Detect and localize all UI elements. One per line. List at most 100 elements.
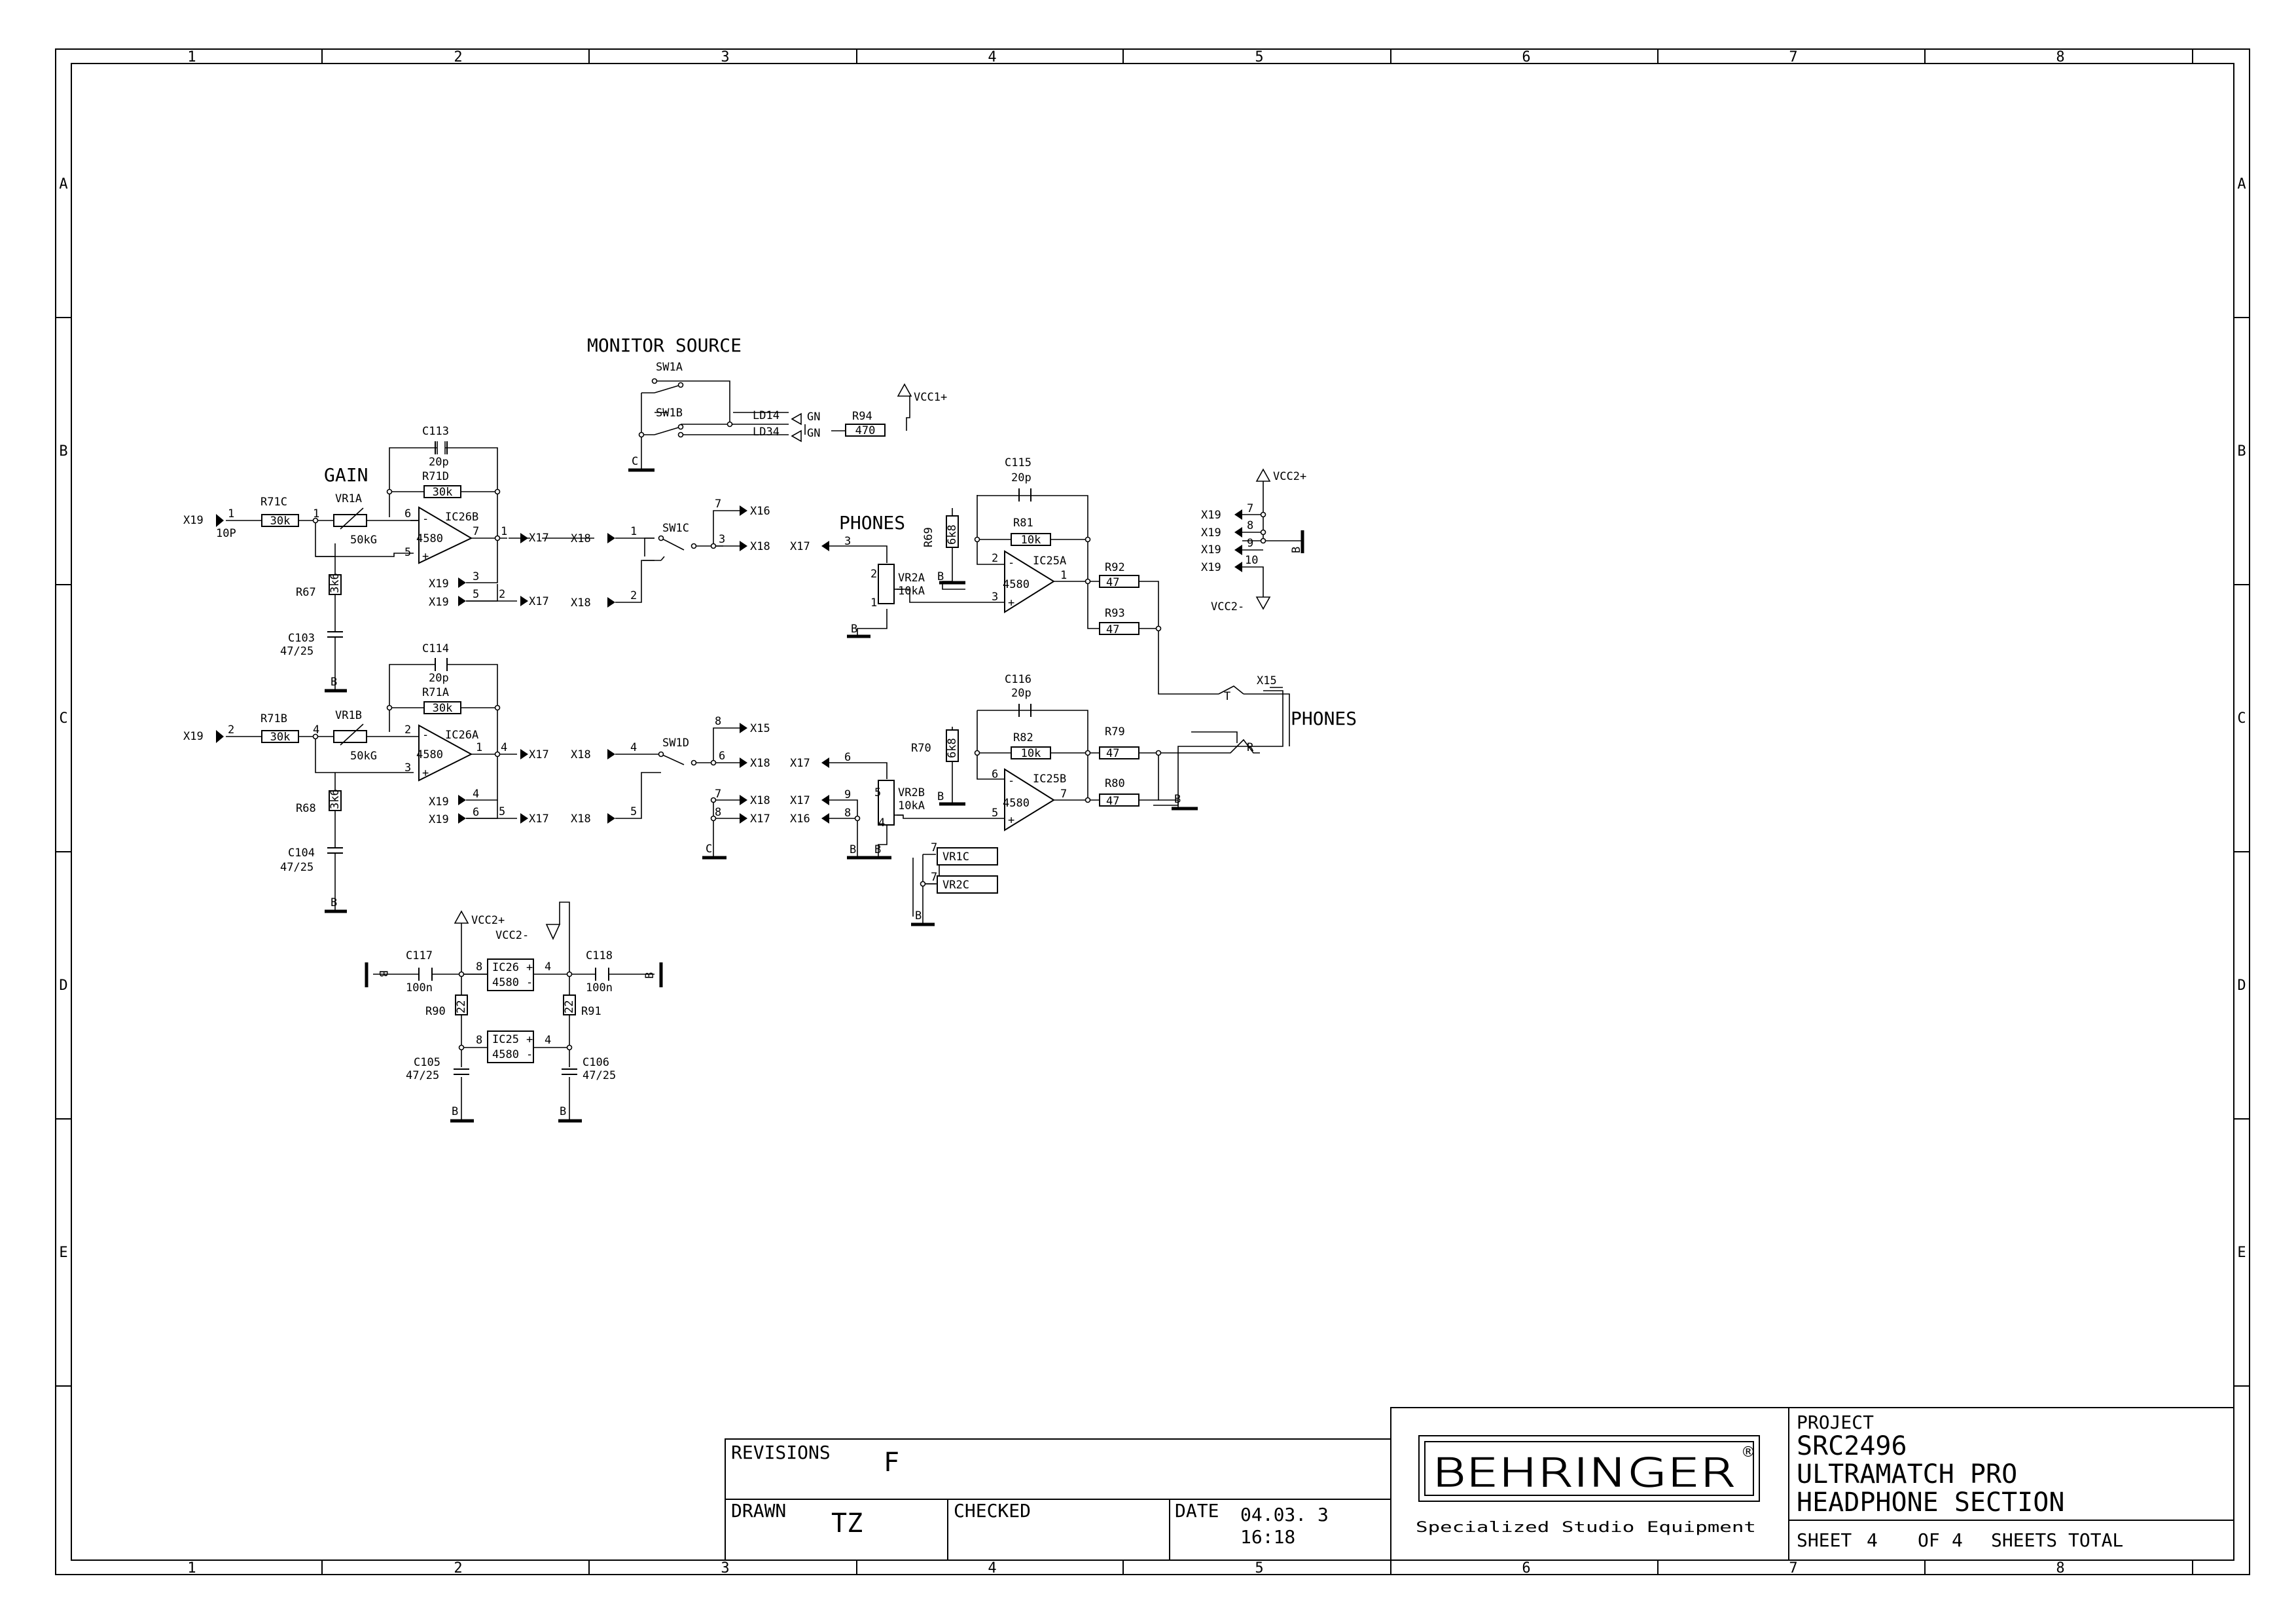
ic26-number: 4580 — [492, 976, 519, 989]
revisions-value: F — [884, 1448, 899, 1478]
r71d-label: R71D — [422, 470, 449, 483]
r71a-label: R71A — [422, 686, 449, 699]
svg-text:6: 6 — [473, 806, 479, 819]
ic26a-opamp — [418, 724, 473, 782]
vr1b-label: VR1B — [335, 709, 362, 722]
r69-value: 6k8 — [946, 524, 959, 545]
svg-text:-: - — [1008, 775, 1014, 788]
tagline: Specialized Studio Equipment — [1416, 1520, 1756, 1536]
r82-value: 10k — [1021, 747, 1041, 760]
r94-resistor — [845, 424, 886, 437]
svg-text:+: + — [422, 550, 429, 563]
svg-text:5: 5 — [404, 546, 411, 559]
svg-text:3: 3 — [404, 761, 411, 775]
gain-label: GAIN — [324, 464, 368, 486]
vr2a-label: VR2A — [898, 572, 925, 585]
c106-gnd: B — [560, 1105, 566, 1118]
vr2b-gnd-1: B — [850, 843, 856, 856]
svg-text:8: 8 — [1247, 519, 1253, 532]
x18-in-2: X18 — [571, 596, 591, 610]
ic25b-label: IC25B — [1033, 773, 1066, 786]
svg-text:5: 5 — [874, 786, 881, 799]
svg-text:2: 2 — [992, 552, 998, 565]
svg-text:-: - — [526, 1048, 533, 1061]
sw1d-label: SW1D — [662, 737, 689, 750]
r70-value: 6k8 — [946, 738, 959, 758]
r93-value: 47 — [1106, 623, 1119, 636]
c105-value: 47/25 — [406, 1069, 439, 1082]
vcc2m-supply-icon — [1255, 596, 1271, 610]
phones-label-left: PHONES — [839, 512, 905, 534]
svg-text:9: 9 — [1247, 537, 1253, 550]
x15-gnd: B — [1174, 793, 1181, 806]
behringer-logo: BEHRINGER — [1432, 1450, 1736, 1496]
r67-resistor — [329, 574, 342, 595]
c115-label: C115 — [1005, 456, 1031, 469]
col-label-bottom-3: 3 — [721, 1560, 729, 1577]
ic25a-label: IC25A — [1033, 555, 1066, 568]
c115-value: 20p — [1011, 471, 1031, 484]
x17-out-3: X17 — [750, 812, 770, 826]
r94-label: R94 — [852, 410, 872, 423]
r71c-resistor — [261, 514, 299, 527]
revisions-label: REVISIONS — [731, 1442, 831, 1463]
x19-in-upper: X19 — [183, 514, 204, 527]
r79-label: R79 — [1105, 725, 1125, 739]
svg-text:7: 7 — [715, 498, 721, 511]
svg-text:4: 4 — [313, 723, 319, 737]
c118-label: C118 — [586, 949, 613, 962]
r91-label: R91 — [581, 1005, 601, 1018]
svg-text:7: 7 — [931, 871, 937, 884]
svg-text:10: 10 — [1245, 554, 1258, 567]
checked-label: CHECKED — [954, 1500, 1031, 1522]
sw1-gnd-c: C — [632, 455, 638, 468]
r67-label: R67 — [296, 586, 316, 599]
svg-text:7: 7 — [1060, 788, 1067, 801]
col-label-top-8: 8 — [2056, 49, 2064, 65]
x17-upper-2: X17 — [529, 595, 549, 608]
svg-text:2: 2 — [228, 723, 234, 737]
svg-text:1: 1 — [630, 525, 637, 538]
svg-text:8: 8 — [476, 960, 482, 974]
r70-gnd: B — [937, 790, 944, 803]
col-label-bottom-5: 5 — [1255, 1560, 1263, 1577]
c116-label: C116 — [1005, 673, 1031, 686]
svg-text:6: 6 — [719, 750, 725, 763]
ic25-power-box — [487, 1030, 534, 1063]
vcc2m-supply-icon-lower — [545, 924, 561, 940]
power-decoupling: VCC2+ VCC2- B B C117 100n C118 100n I — [365, 902, 663, 1123]
sheet-label: SHEET — [1797, 1529, 1852, 1551]
headphone-jack-x15: X15 PHONES T R B — [1172, 674, 1357, 811]
vcc2-gnd: B — [1290, 547, 1303, 553]
svg-text:9: 9 — [844, 788, 851, 801]
svg-text:8: 8 — [476, 1034, 482, 1047]
c117-label: C117 — [406, 949, 433, 962]
title-block: REVISIONS F DRAWN TZ CHECKED DATE 04.03.… — [725, 1407, 2234, 1561]
r71b-value: 30k — [270, 731, 291, 744]
svg-text:-: - — [422, 729, 429, 742]
monitor-source-label: MONITOR SOURCE — [587, 335, 742, 356]
svg-text:1: 1 — [476, 741, 482, 754]
sheet-number: 4 — [1867, 1529, 1878, 1551]
svg-text:5: 5 — [499, 805, 505, 818]
row-label-right-a: A — [2237, 176, 2246, 192]
ic26a-number: 4580 — [416, 748, 443, 761]
r68-resistor — [329, 790, 342, 811]
x19-upper-3: X19 — [429, 577, 449, 591]
row-label-right-c: C — [2237, 710, 2246, 727]
r71c-value: 30k — [270, 515, 291, 528]
c116-value: 20p — [1011, 687, 1031, 700]
svg-text:8: 8 — [715, 715, 721, 728]
svg-text:4: 4 — [878, 816, 885, 830]
svg-text:5: 5 — [473, 588, 479, 601]
x19-upper-5: X19 — [429, 596, 449, 609]
gain-stage-lower: C114 20p R71A 30k X19 2 R71B 30k VR1B 50 — [183, 642, 549, 913]
project-name: ULTRAMATCH PRO — [1797, 1459, 2017, 1489]
x19-lower-4: X19 — [429, 795, 449, 809]
svg-text:4: 4 — [501, 741, 507, 754]
svg-text:6: 6 — [844, 751, 851, 764]
gn1-label: GN — [807, 410, 820, 424]
x18-out-2: X18 — [750, 757, 770, 770]
svg-text:2: 2 — [499, 588, 505, 601]
r92-resistor — [1099, 575, 1139, 588]
